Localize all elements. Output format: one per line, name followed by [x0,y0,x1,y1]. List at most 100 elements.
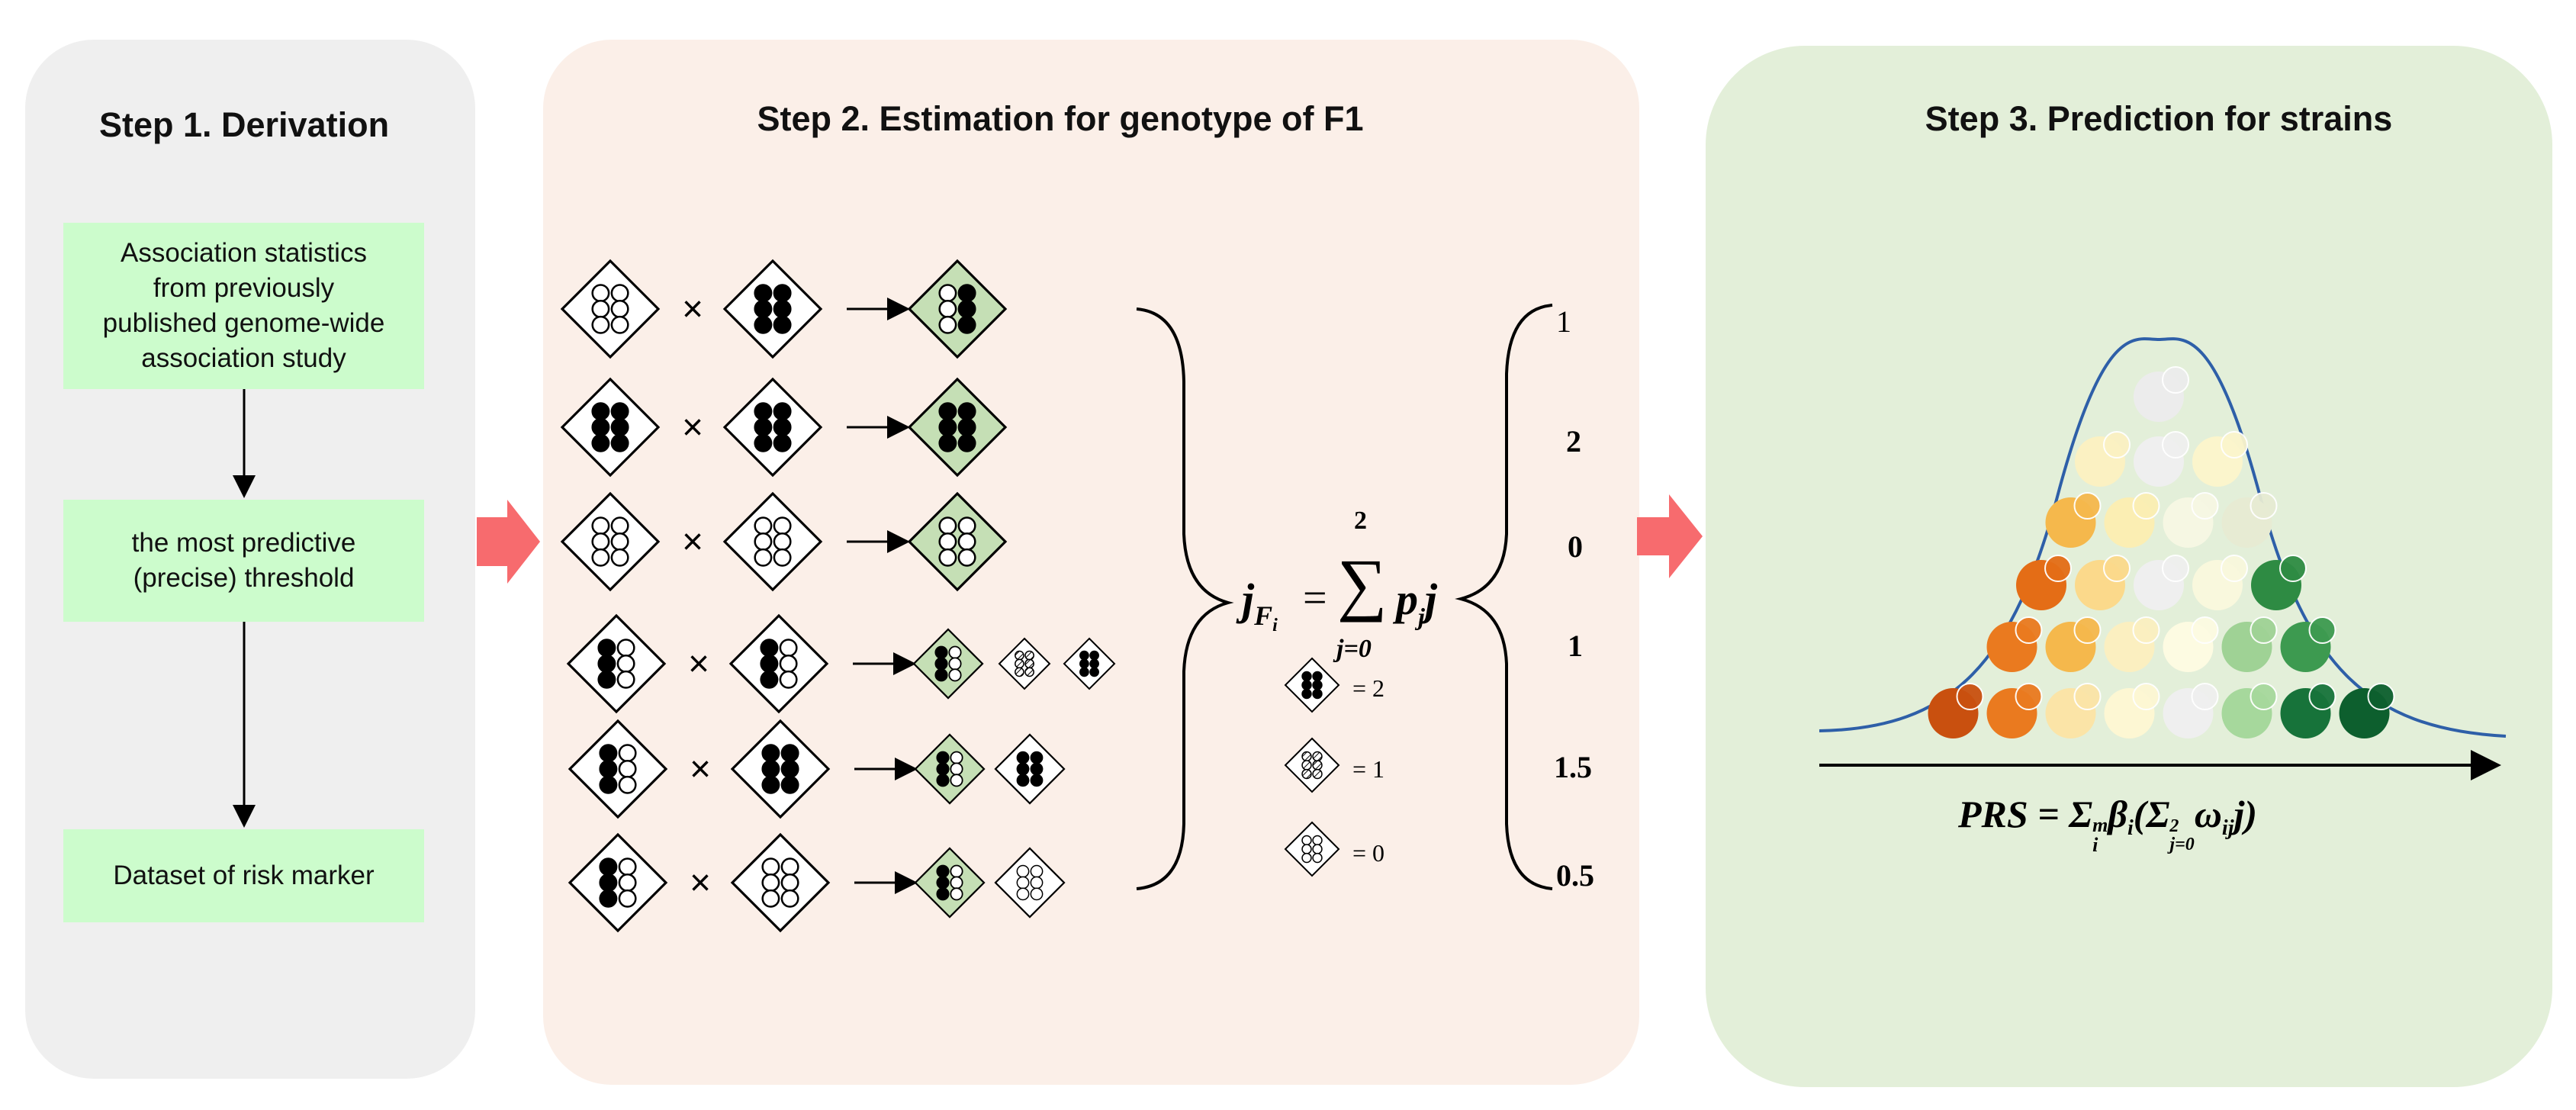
prs-sup-m: m [2092,814,2108,836]
genotype-diamond [568,832,668,933]
empty-allele [610,516,629,536]
genotype-diamond [730,832,831,933]
empty-allele [779,639,798,658]
empty-allele [1030,876,1044,890]
diamond-outline [907,377,1008,478]
prs-beta: β [2108,793,2128,835]
hatched-allele [1301,760,1312,771]
diamond-outline [912,628,984,700]
empty-allele [950,751,963,764]
empty-allele [938,284,957,303]
empty-allele [780,874,799,892]
formula-p: p [1396,574,1418,624]
box1-line: Association statistics [121,238,367,268]
strain-bud [2221,555,2248,582]
sum-bottom: j=0 [1336,635,1372,663]
empty-allele [938,532,957,551]
filled-allele [599,857,618,877]
box3-line: Dataset of risk marker [113,861,375,890]
filled-allele [957,418,976,436]
genotype-diamond [568,719,668,819]
diamond-outline [907,491,1008,592]
filled-allele [936,751,950,764]
hatched-allele [1024,658,1034,669]
sum-top: 2 [1354,507,1367,535]
genotype-diamond [728,613,829,714]
value-label: 2 [1566,424,1581,458]
genotype-diamond [912,628,984,700]
formula-tail: j [1424,574,1438,624]
empty-allele [938,300,957,318]
empty-allele [754,532,773,551]
diamond-outline [568,719,668,819]
filled-allele [1030,762,1044,776]
strain-cell [2075,555,2131,610]
empty-allele [957,516,976,536]
filled-allele [780,744,799,763]
panel-arrow-2 [1637,494,1703,578]
risk-marker-box: Dataset of risk marker [63,829,424,922]
box1-line: published genome-wide [102,308,385,338]
empty-allele [591,516,610,536]
genotype-diamond [994,733,1066,805]
prs-lhs: PRS = Σ [1958,793,2093,835]
empty-allele [610,548,629,567]
filled-allele [1079,658,1089,669]
strain-cell [2045,492,2102,548]
filled-allele [1030,774,1044,787]
filled-allele [591,402,610,421]
filled-allele [599,889,618,908]
empty-allele [610,284,629,303]
strain-cell [2221,616,2278,672]
filled-allele [773,315,792,334]
filled-allele [1030,751,1044,764]
strain-bud [2279,555,2307,582]
empty-allele [591,300,610,318]
empty-allele [618,744,637,763]
formula-pj-sub: j [1418,603,1425,630]
empty-allele [950,864,963,878]
empty-allele [618,874,637,892]
empty-allele [591,548,610,567]
prs-sub-j0: j=0 [2169,835,2195,854]
formula-term: pjj [1396,574,1437,631]
filled-allele [610,402,629,421]
empty-allele [938,516,957,536]
strain-cell [2134,431,2189,487]
box2-line: (precise) threshold [133,563,355,593]
filled-allele [1089,667,1099,677]
filled-allele [957,300,976,318]
filled-allele [936,774,950,787]
cross-symbol: × [682,522,703,562]
hatched-allele [1015,650,1024,661]
empty-allele [773,532,792,551]
strain-bud [2191,683,2219,710]
hatched-allele [1312,760,1323,771]
hatched-allele [1024,650,1034,661]
strain-bud [2103,555,2131,582]
filled-allele [1079,650,1089,661]
filled-allele [938,418,957,436]
prs-omega: ω [2194,793,2222,835]
empty-allele [618,889,637,908]
step2-title: Step 2. Estimation for genotype of F1 [757,99,1364,138]
empty-allele [780,889,799,908]
strain-bud [2308,683,2336,710]
strain-bud [2132,492,2160,520]
empty-allele [950,774,963,787]
filled-allele [773,300,792,318]
step3-title: Step 3. Prediction for strains [1925,99,2393,138]
empty-allele [1030,864,1044,878]
genotype-diamond [998,637,1051,690]
diamond-outline [914,847,986,919]
diamond-outline [994,733,1066,805]
prs-omega-sub: ij [2221,816,2234,840]
left-brace [1136,307,1234,890]
empty-allele [1016,887,1030,901]
formula-equals: = [1303,574,1327,622]
diamond-outline [1284,821,1340,877]
strain-bud [2103,431,2131,458]
filled-allele [773,402,792,421]
diamond-outline [730,832,831,933]
